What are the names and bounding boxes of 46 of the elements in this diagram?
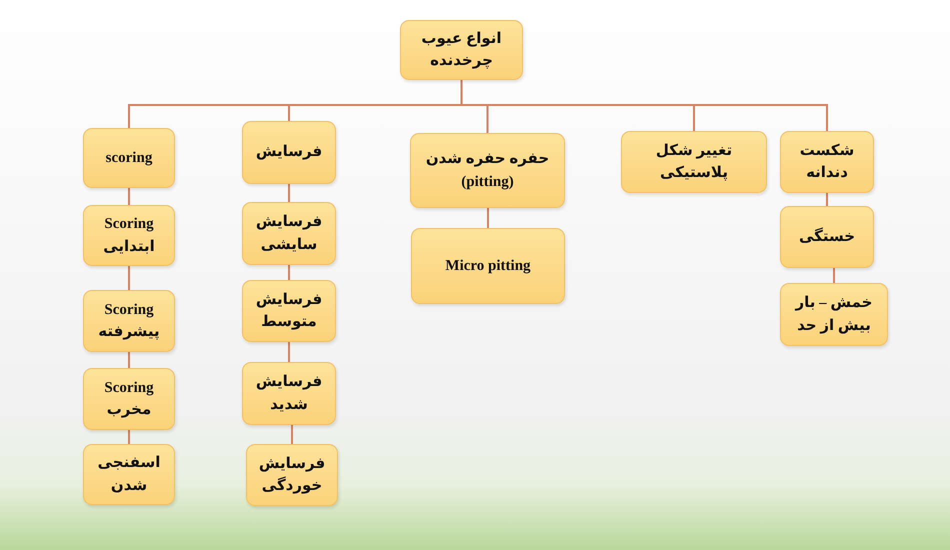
box-label: فرسایش سایشی	[254, 213, 324, 254]
box-label: فرسایش	[256, 143, 322, 162]
category-box	[246, 444, 338, 506]
category-box	[411, 228, 565, 304]
connector-line	[128, 352, 130, 368]
category-box	[780, 206, 874, 268]
category-box	[621, 131, 767, 193]
connector-line	[288, 184, 290, 202]
category-box	[83, 368, 175, 430]
box-label: فرسایش شدید	[254, 373, 324, 414]
connector-line	[826, 193, 828, 206]
box-label: خستگی	[798, 226, 856, 247]
connector-line	[291, 425, 293, 444]
box-label: تغییر شکل پلاستیکی	[654, 142, 734, 183]
connector-line	[128, 430, 130, 444]
box-label: Scoring پیشرفته	[97, 300, 161, 342]
connector-line	[487, 208, 489, 228]
box-label: حفره حفره شدن (pitting)	[424, 150, 550, 192]
box-label: خمش – بار بیش از حد	[794, 294, 874, 336]
connector-line	[288, 265, 290, 280]
box-label: Scoring مخرب	[103, 378, 155, 420]
connector-line	[128, 266, 130, 290]
box-label: شکست دندانه	[798, 142, 856, 183]
category-box	[83, 128, 175, 188]
category-box	[83, 444, 175, 505]
category-box	[83, 290, 175, 352]
category-box	[780, 131, 874, 193]
category-box	[400, 20, 523, 80]
box-label: انواع عیوب چرخدنده	[420, 30, 503, 71]
category-box	[242, 202, 336, 265]
connector-line	[833, 268, 835, 283]
category-box	[242, 280, 336, 342]
category-box	[780, 283, 888, 346]
connector-line	[288, 342, 290, 362]
category-box	[410, 133, 565, 208]
box-label: scoring	[106, 148, 152, 168]
connector-line	[128, 188, 130, 205]
box-label: فرسایش متوسط	[254, 290, 324, 332]
box-label: Micro pitting	[445, 256, 531, 276]
box-label: اسفنجی شدن	[96, 454, 162, 496]
category-box	[242, 362, 336, 425]
category-box	[83, 205, 175, 266]
box-label: فرسایش خوردگی	[258, 454, 326, 496]
connector-line	[460, 80, 828, 131]
box-label: Scoring ابتدایی	[102, 215, 156, 256]
category-box	[242, 121, 336, 184]
